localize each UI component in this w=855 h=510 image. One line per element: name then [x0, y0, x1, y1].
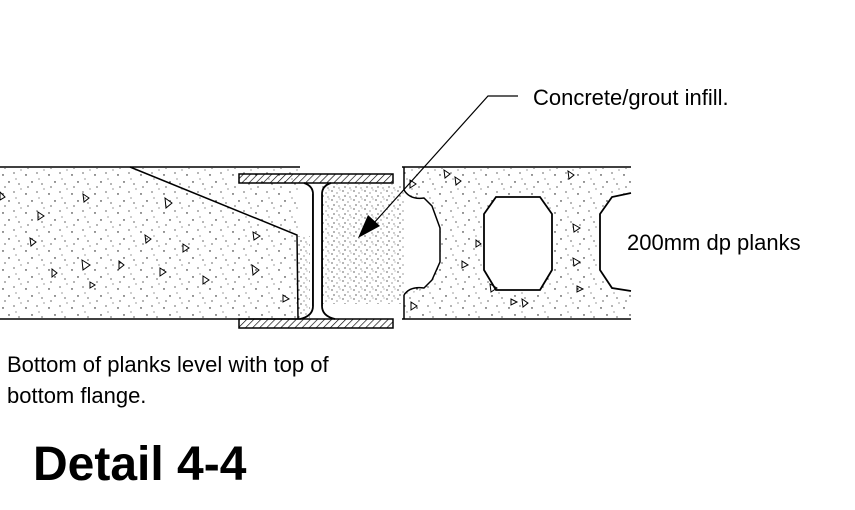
detail-title: Detail 4-4	[33, 438, 247, 491]
hollow-core-1	[483, 196, 553, 291]
leader-arrowhead	[358, 215, 380, 238]
hollowcore-plank	[402, 166, 632, 320]
infill-callout-label: Concrete/grout infill.	[533, 85, 729, 110]
hollow-core-2-partial	[599, 192, 632, 292]
note-line-1: Bottom of planks level with top of	[7, 352, 329, 377]
infill-leader	[358, 95, 518, 238]
top-flange	[238, 173, 394, 184]
aggregate-marks-left	[0, 191, 290, 303]
planks-label: 200mm dp planks	[627, 230, 801, 255]
plank-end-joint	[403, 189, 441, 296]
note-line-2: bottom flange.	[7, 383, 146, 408]
steel-i-beam	[238, 173, 394, 329]
web	[313, 194, 322, 306]
aggregate-marks-right	[409, 168, 585, 311]
bottom-flange	[238, 318, 394, 329]
left-solid-plank	[0, 166, 300, 320]
